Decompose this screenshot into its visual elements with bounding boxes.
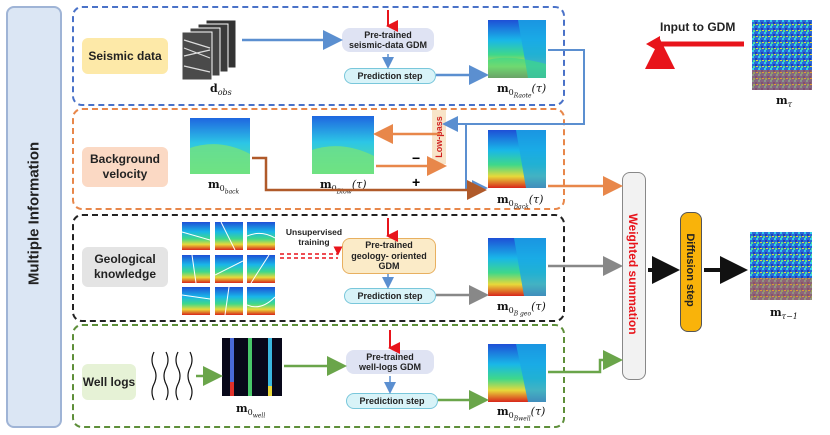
seismic-output-image — [488, 20, 546, 78]
background-input-image — [190, 118, 250, 174]
seismic-gdm-box: Pre-trained seismic-data GDM — [342, 28, 434, 52]
geology-prediction-step: Prediction step — [344, 288, 436, 304]
well-gdm-box: Pre-trained well-logs GDM — [346, 350, 434, 374]
plus-sign: + — [412, 174, 421, 190]
geology-output-image — [488, 238, 546, 296]
well-panel — [72, 324, 565, 428]
geology-label: Geological knowledge — [82, 247, 168, 287]
background-label: Background velocity — [82, 147, 168, 187]
well-log-curves — [151, 351, 193, 401]
background-input-math: m0back — [208, 178, 240, 196]
seismic-traces-image — [181, 20, 237, 81]
unsupervised-training-label: Unsupervised training — [285, 227, 343, 247]
geology-output-math: m0B geo(τ) — [497, 300, 546, 318]
seismic-label: Seismic data — [82, 38, 168, 74]
geology-panel — [72, 214, 565, 322]
background-output-image — [488, 130, 546, 188]
well-output-image — [488, 344, 546, 402]
diffusion-step-box — [680, 212, 702, 332]
sidebar-panel — [6, 6, 62, 428]
well-input-image — [222, 338, 282, 396]
mt1-math: mτ−1 — [770, 306, 798, 322]
well-output-math: m0Bwell(τ) — [497, 405, 546, 423]
minus-sign: − — [412, 150, 421, 166]
input-to-gdm-label: Input to GDM — [660, 20, 736, 34]
background-lowpass-image — [312, 116, 374, 174]
background-panel — [72, 108, 565, 210]
background-mid-math: m0Blow(τ) — [320, 178, 367, 196]
mt-math: mτ — [776, 94, 793, 110]
seismic-output-math: m0Raote(τ) — [497, 82, 547, 100]
well-label: Well logs — [82, 364, 136, 400]
well-input-math: m0well — [236, 402, 266, 420]
weighted-summation-box — [622, 172, 646, 380]
seismic-input-math: dobs — [210, 82, 232, 98]
seismic-panel — [72, 6, 565, 106]
geology-models-grid — [182, 222, 276, 316]
noisy-input-image — [752, 20, 812, 90]
denoised-output-image — [750, 232, 812, 300]
background-output-math: m0Back(τ) — [497, 193, 544, 211]
